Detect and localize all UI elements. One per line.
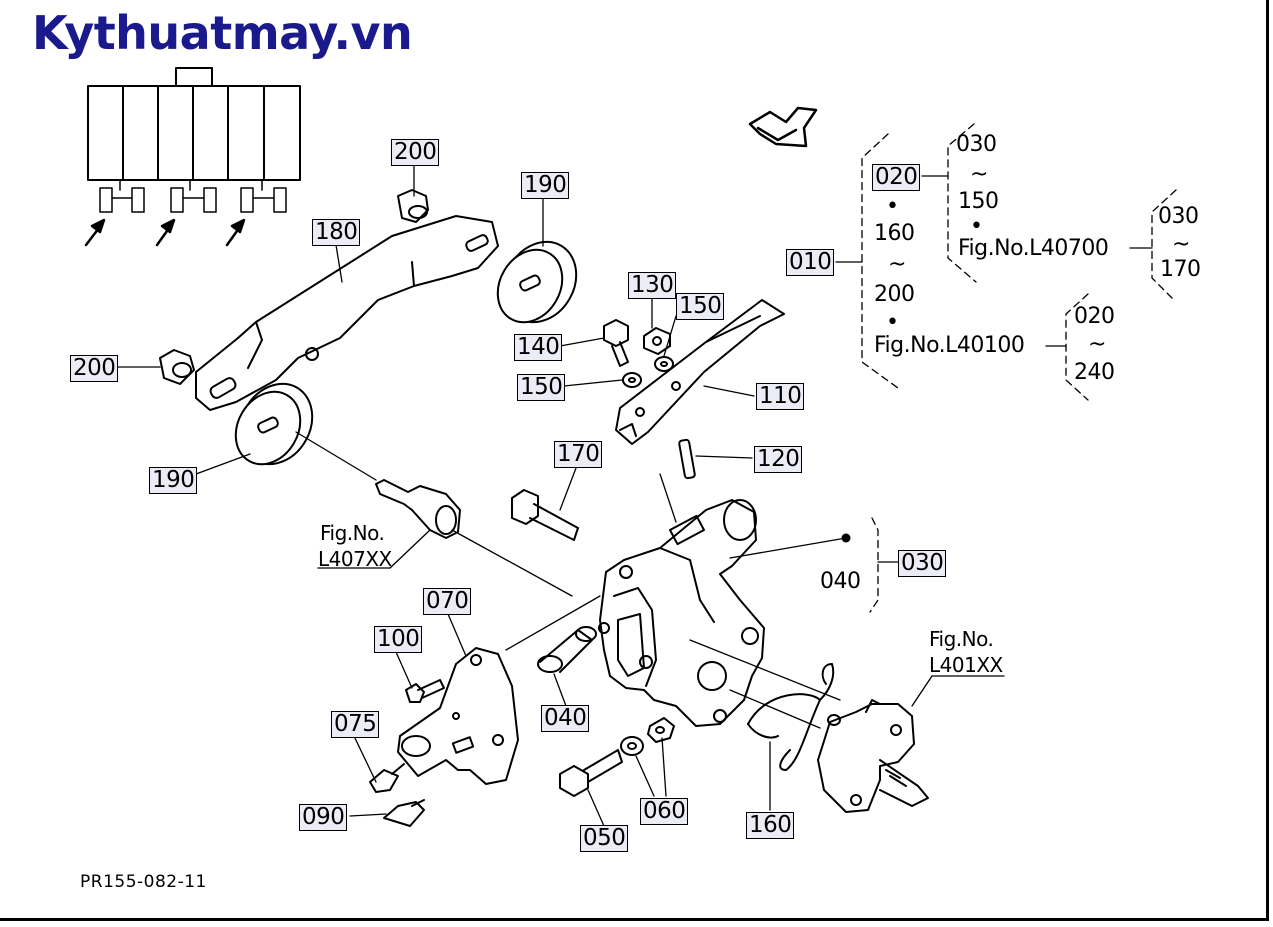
callout-060[interactable]: 060: [640, 798, 689, 825]
diagram-code: PR155-082-11: [80, 872, 207, 892]
range-240: 240: [1074, 360, 1115, 385]
bolt-100: [405, 679, 445, 703]
callout-170[interactable]: 170: [554, 441, 603, 468]
round-plate-upper: [496, 240, 578, 324]
side-cover-070: [397, 647, 519, 785]
dot-1: •: [886, 194, 899, 219]
range-030-a: 030: [956, 132, 997, 157]
link-arm-part: [195, 215, 499, 411]
hex-bolt-140: [603, 319, 629, 367]
locator-thumbnail: [84, 67, 301, 247]
range-170: 170: [1160, 257, 1201, 282]
washer-060-a: [620, 736, 644, 756]
fork-lever-part: [615, 299, 785, 445]
washer-150-left: [622, 372, 642, 388]
fig-ref-l40700[interactable]: Fig.No.L40700: [958, 236, 1109, 261]
direction-arrow-icon: [748, 106, 818, 148]
range-150: 150: [958, 189, 999, 214]
callout-040-ref: 040: [820, 569, 861, 594]
tilde-4: ~: [1088, 332, 1106, 357]
callout-090[interactable]: 090: [299, 804, 348, 831]
bolt-170: [511, 489, 579, 541]
tilde-2: ~: [970, 162, 988, 187]
washer-150-right: [654, 356, 674, 372]
nut-060-b: [647, 717, 675, 743]
reference-brackets: [861, 123, 1177, 613]
dot-3: •: [970, 214, 983, 239]
bushing-040: [537, 626, 597, 673]
callout-140[interactable]: 140: [514, 334, 563, 361]
leader-lines: [117, 164, 1005, 827]
callout-040-bushing[interactable]: 040: [541, 705, 590, 732]
callout-070[interactable]: 070: [423, 588, 472, 615]
dot-2: •: [886, 310, 899, 335]
callout-075[interactable]: 075: [331, 711, 380, 738]
range-030-b: 030: [1158, 204, 1199, 229]
nut-130: [643, 327, 671, 355]
callout-030-right[interactable]: 030: [898, 550, 947, 577]
callout-010[interactable]: 010: [786, 249, 835, 276]
flange-nut-upper: [397, 189, 429, 223]
callout-190-bottom[interactable]: 190: [149, 467, 198, 494]
range-200: 200: [874, 282, 915, 307]
tilde-1: ~: [888, 252, 906, 277]
brand-watermark: Kythuatmay.vn: [32, 6, 413, 60]
callout-200-top[interactable]: 200: [391, 139, 440, 166]
bolt-050: [559, 749, 623, 797]
fig-ref-l407xx[interactable]: L407XX: [318, 547, 392, 571]
tilde-3: ~: [1172, 232, 1190, 257]
callout-150-right[interactable]: 150: [676, 293, 725, 320]
output-flange-part: [817, 699, 929, 813]
callout-120[interactable]: 120: [754, 446, 803, 473]
range-160: 160: [874, 221, 915, 246]
pivot-shaft-part: [375, 479, 461, 539]
spring-160: [747, 663, 835, 771]
callout-200-left[interactable]: 200: [70, 355, 119, 382]
reference-ticks: [835, 175, 1153, 563]
callout-130[interactable]: 130: [628, 272, 677, 299]
fig-ref-l401xx[interactable]: L401XX: [929, 653, 1003, 677]
fig-ref-l40100[interactable]: Fig.No.L40100: [874, 333, 1025, 358]
callout-050[interactable]: 050: [580, 825, 629, 852]
round-plate-lower: [234, 382, 314, 466]
callout-100[interactable]: 100: [374, 626, 423, 653]
range-020: 020: [1074, 304, 1115, 329]
spring-pin-120: [678, 438, 696, 480]
fig-no-label-right: Fig.No.: [929, 627, 994, 651]
main-housing-part: [598, 499, 765, 727]
grease-nipple-075: [369, 763, 405, 793]
flange-nut-lower: [159, 349, 195, 385]
callout-180[interactable]: 180: [312, 219, 361, 246]
callout-020[interactable]: 020: [872, 164, 921, 191]
plug-090: [383, 799, 425, 827]
fig-no-label-left: Fig.No.: [320, 521, 385, 545]
callout-110[interactable]: 110: [756, 383, 805, 410]
callout-150-left[interactable]: 150: [517, 374, 566, 401]
callout-160[interactable]: 160: [746, 812, 795, 839]
callout-190-top[interactable]: 190: [521, 172, 570, 199]
